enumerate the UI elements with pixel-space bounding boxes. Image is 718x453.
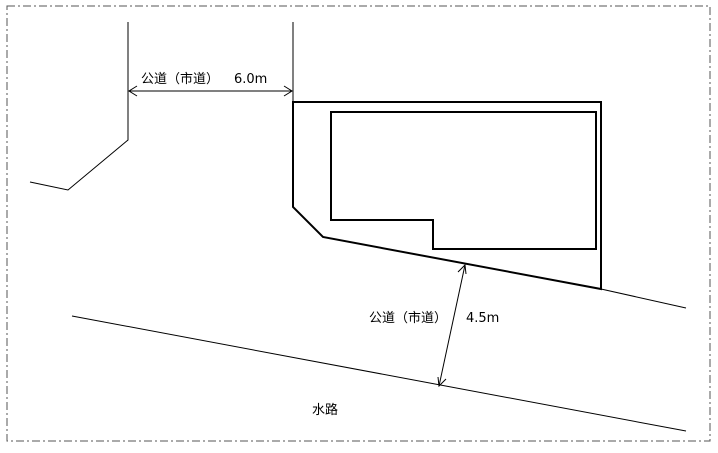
dimension-arrow-top (457, 263, 467, 275)
road-top-width: 6.0m (234, 72, 267, 87)
dimension-arrow-right (283, 85, 293, 97)
waterway-label: 水路 (312, 402, 338, 418)
road-bottom-width: 4.5m (466, 311, 499, 326)
building-footprint (330, 111, 597, 250)
road-edge-lower (71, 315, 687, 432)
site-lot (292, 101, 602, 291)
road-top-label: 公道（市道） (141, 71, 219, 87)
road-boundary-left (29, 22, 129, 191)
dimension-line-bottom (438, 264, 466, 387)
dimension-arrow-bottom (437, 376, 447, 388)
road-edge-right-extension (600, 288, 687, 309)
dimension-arrow-left (128, 85, 138, 97)
road-bottom-label: 公道（市道） (369, 310, 447, 326)
drawing-frame (6, 5, 711, 442)
